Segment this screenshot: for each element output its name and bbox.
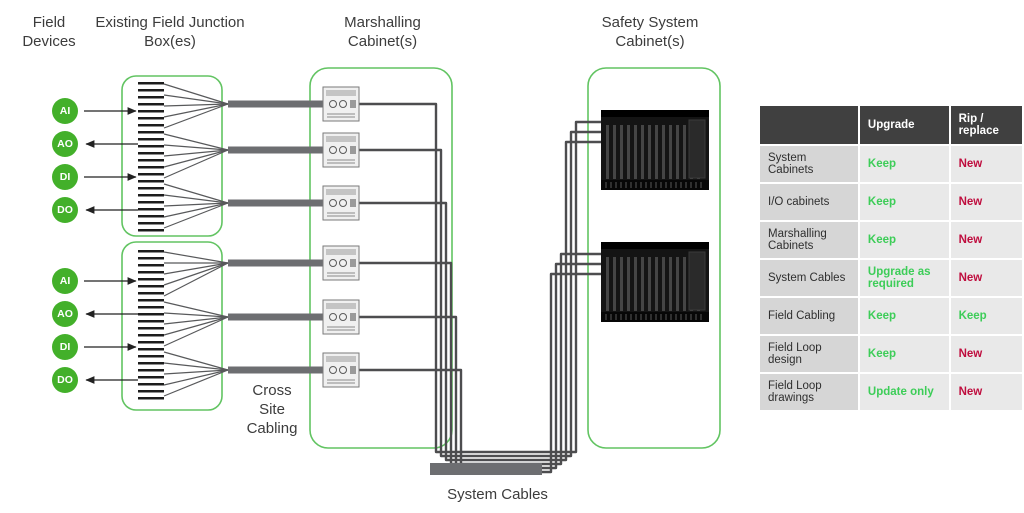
cross-site-multicore-cables: [228, 100, 326, 374]
cross-site-cabling-label: Cross Site Cabling: [246, 382, 298, 437]
rip-replace-cell: New: [950, 146, 1022, 182]
upgrade-cell: Keep: [859, 222, 949, 258]
header-blank: [760, 106, 858, 144]
table-row: Field Cabling Keep Keep: [760, 298, 1022, 334]
upgrade-cell: Keep: [859, 146, 949, 182]
marshalling-cabinet-icon: [322, 86, 360, 122]
safety-rack-icon: [601, 110, 709, 190]
marshalling-cabinet-icon: [322, 352, 360, 388]
junction-box-outline-top: [121, 75, 223, 237]
io-badge-di: DI: [52, 164, 78, 190]
io-badge-di: DI: [52, 334, 78, 360]
marshalling-cabinet-icons: [322, 86, 360, 388]
table-row: System Cables Upgrade as required New: [760, 260, 1022, 296]
row-label-cell: System Cables: [760, 260, 858, 296]
upgrade-cell: Upgrade as required: [859, 260, 949, 296]
io-badge-do: DO: [52, 197, 78, 223]
rip-replace-cell: New: [950, 374, 1022, 410]
io-badge-ao: AO: [52, 131, 78, 157]
marshalling-title: Marshalling Cabinet(s): [344, 14, 421, 50]
system-signal-wires: [359, 102, 601, 474]
marshalling-cabinet-icon: [322, 185, 360, 221]
safety-rack-icon: [601, 242, 709, 322]
row-label-cell: System Cabinets: [760, 146, 858, 182]
marshalling-cabinet-icon: [322, 299, 360, 335]
junction-box-title: Existing Field Junction Box(es): [95, 14, 245, 50]
upgrade-cell: Keep: [859, 298, 949, 334]
fanout-wires: [163, 83, 229, 397]
diagram-svg: [84, 67, 760, 475]
safety-cabinet-outline: [587, 67, 721, 449]
safety-system-title: Safety System Cabinet(s): [601, 14, 699, 50]
upgrade-cell: Keep: [859, 336, 949, 372]
safety-rack-icons: [601, 110, 709, 322]
row-label-cell: Marshalling Cabinets: [760, 222, 858, 258]
row-label-cell: Field Loop drawings: [760, 374, 858, 410]
table-header-row: Upgrade Rip / replace: [760, 106, 1022, 144]
row-label-cell: Field Loop design: [760, 336, 858, 372]
table-row: I/O cabinets Keep New: [760, 184, 1022, 220]
io-badge-ai: AI: [52, 268, 78, 294]
system-cable-trunk: [430, 463, 542, 475]
rip-replace-cell: New: [950, 336, 1022, 372]
upgrade-cell: Keep: [859, 184, 949, 220]
marshalling-cabinet-outline: [309, 67, 453, 449]
rip-replace-cell: New: [950, 184, 1022, 220]
row-label-cell: I/O cabinets: [760, 184, 858, 220]
header-upgrade: Upgrade: [859, 106, 949, 144]
system-cables-label: System Cables: [447, 486, 548, 503]
table-row: Field Loop design Keep New: [760, 336, 1022, 372]
upgrade-cell: Update only: [859, 374, 949, 410]
marshalling-cabinet-icon: [322, 132, 360, 168]
rip-replace-cell: Keep: [950, 298, 1022, 334]
rip-replace-cell: New: [950, 260, 1022, 296]
table-row: Marshalling Cabinets Keep New: [760, 222, 1022, 258]
junction-box-outline-bottom: [121, 241, 223, 411]
io-badge-ao: AO: [52, 301, 78, 327]
row-label-cell: Field Cabling: [760, 298, 858, 334]
field-devices-title: Field Devices: [22, 14, 76, 50]
header-rip-replace: Rip / replace: [950, 106, 1022, 144]
comparison-table: Upgrade Rip / replace System Cabinets Ke…: [758, 104, 1024, 412]
io-badge-ai: AI: [52, 98, 78, 124]
table-row: System Cabinets Keep New: [760, 146, 1022, 182]
io-direction-arrows: [84, 107, 138, 384]
table-row: Field Loop drawings Update only New: [760, 374, 1022, 410]
marshalling-cabinet-icon: [322, 245, 360, 281]
io-badge-do: DO: [52, 367, 78, 393]
rip-replace-cell: New: [950, 222, 1022, 258]
